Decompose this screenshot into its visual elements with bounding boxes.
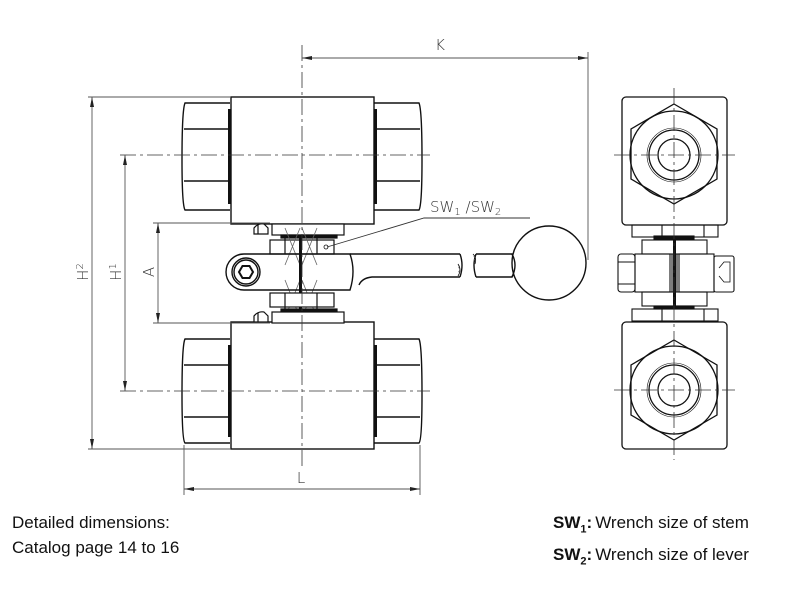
legend-item-sw1: SW1:Wrench size of stem [553, 510, 749, 542]
dim-a-label: A [140, 267, 158, 277]
svg-text:H2: H2 [74, 263, 92, 281]
legend-key: SW2 [553, 542, 587, 574]
wrench-legend: SW1:Wrench size of stem SW2:Wrench size … [553, 510, 749, 575]
legend-desc: Wrench size of stem [595, 513, 749, 532]
dim-h1-base: H [107, 270, 125, 281]
upper-valve-body [181, 96, 423, 225]
dim-h1-sub: 1 [108, 263, 119, 269]
side-stem-block [617, 224, 735, 322]
dim-l-label: L [297, 469, 305, 487]
dim-k-label: K [435, 36, 445, 54]
side-upper-body [621, 96, 728, 226]
dimension-arrows [90, 56, 588, 491]
callout-sw2-base: SW [471, 198, 495, 216]
note-line-2: Catalog page 14 to 16 [12, 538, 180, 557]
dimension-lines [88, 52, 589, 495]
center-lines [120, 45, 430, 470]
side-center-lines [614, 88, 735, 460]
dim-h2-sub: 2 [75, 263, 86, 269]
lever-handle[interactable] [225, 225, 587, 301]
legend-desc: Wrench size of lever [595, 545, 749, 565]
legend-colon: : [586, 513, 593, 532]
dim-h1-label: H1 [107, 263, 125, 281]
dim-h2-base: H [74, 270, 92, 281]
callout-sw2-sub: 2 [495, 207, 501, 218]
svg-text:A: A [140, 267, 158, 277]
legend-colon: : [586, 545, 593, 565]
callout-sw1-sub: 1 [454, 207, 460, 218]
svg-text:SW1 /SW2: SW1 /SW2 [430, 198, 501, 218]
dimension-note: Detailed dimensions: Catalog page 14 to … [12, 510, 179, 560]
legend-key-base: SW [553, 513, 581, 532]
side-view [614, 88, 735, 460]
legend-key-sub: 1 [580, 523, 587, 536]
stem-assembly [253, 223, 345, 324]
legend-key-sub: 2 [580, 555, 587, 568]
side-lower-body [621, 321, 728, 450]
legend-item-sw2: SW2:Wrench size of lever [553, 542, 749, 574]
dim-h2-label: H2 [74, 263, 92, 281]
legend-key: SW1 [553, 510, 587, 542]
note-line-1: Detailed dimensions: [12, 513, 170, 532]
svg-text:H1: H1 [107, 263, 125, 281]
wrench-size-callout: SW1 /SW2 [326, 198, 530, 248]
callout-sw1-base: SW [430, 198, 454, 216]
legend-key-base: SW [553, 545, 581, 565]
front-view [120, 45, 587, 470]
callout-sep: / [461, 198, 471, 216]
